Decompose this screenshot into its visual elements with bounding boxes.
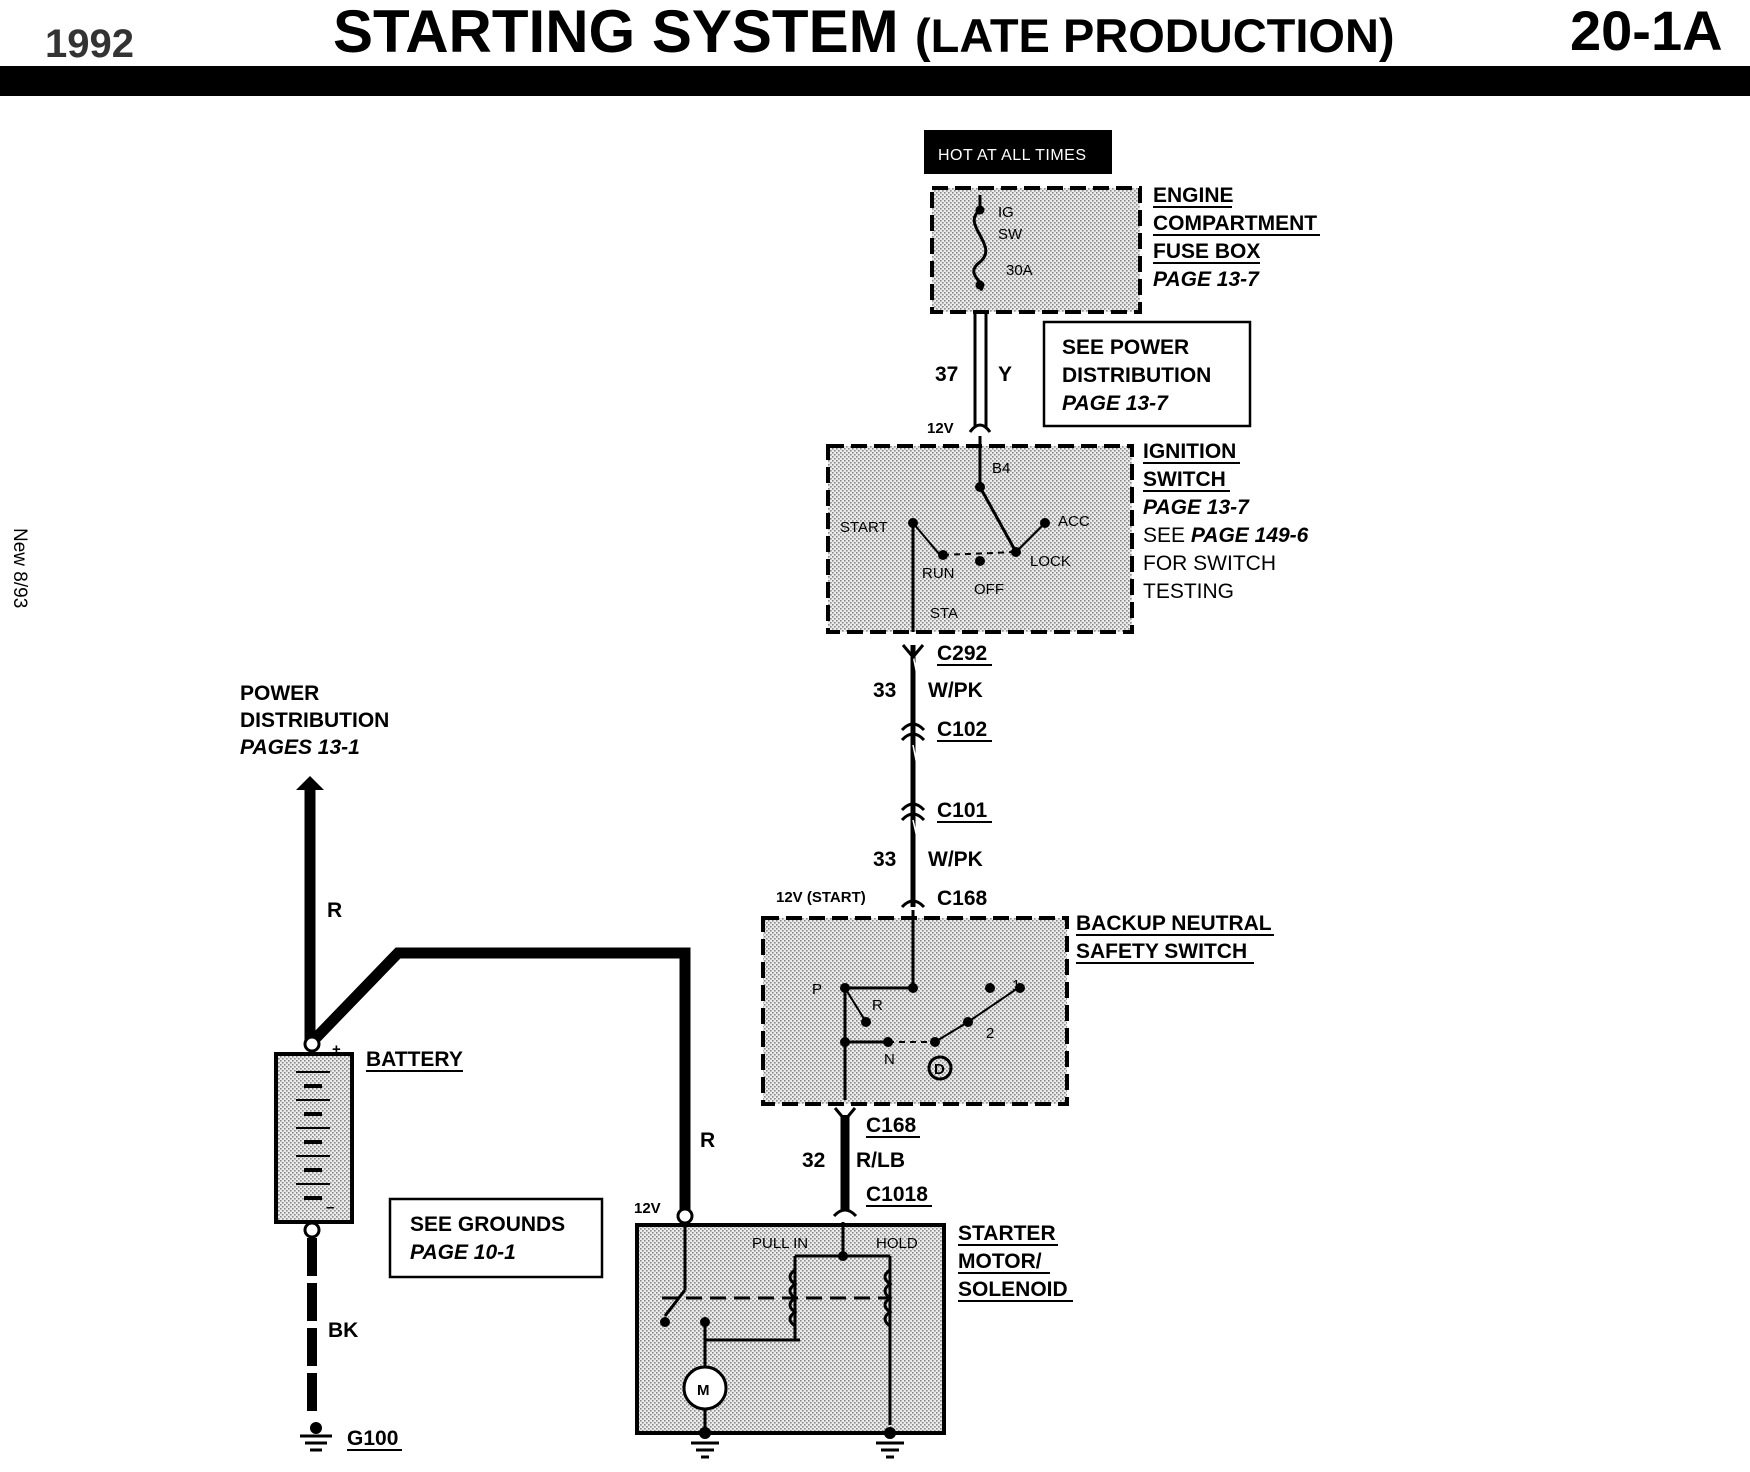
engine-fuse-box: IG SW 30A ENGINE COMPARTMENT FUSE BOX PA… (930, 184, 1320, 314)
pull-in-coil (788, 1268, 798, 1328)
position-r: R (872, 997, 883, 1014)
position-2: 2 (986, 1025, 994, 1042)
title-paren: (LATE PRODUCTION) (915, 9, 1395, 62)
starter-hold: HOLD (876, 1235, 918, 1252)
ignition-label-1: IGNITION (1143, 440, 1236, 463)
voltage-12v-starter: 12V (634, 1200, 661, 1217)
battery-minus: – (326, 1199, 334, 1216)
up-arrow-icon (296, 776, 324, 790)
voltage-12v-start: 12V (START) (776, 889, 866, 906)
ground-g100: G100 (347, 1427, 398, 1450)
hold-coil (883, 1268, 893, 1328)
see-power-page: PAGE 13-7 (1062, 392, 1169, 415)
backup-neutral-safety-switch: P R N 2 1 D BACKUP NEUTRAL SAFETY SWITCH (761, 910, 1274, 1106)
battery-label: BATTERY (366, 1048, 463, 1071)
fuse-name-2: SW (998, 226, 1023, 243)
backup-label-1: BACKUP NEUTRAL (1076, 912, 1272, 935)
ignition-see: SEE PAGE 149-6 (1143, 524, 1309, 547)
hot-at-all-times-box: HOT AT ALL TIMES (924, 130, 1112, 174)
see-power-line2: DISTRIBUTION (1062, 364, 1211, 387)
fuse-box-label-2: COMPARTMENT (1153, 212, 1317, 235)
wire-bk: BK (328, 1319, 358, 1342)
wire-r-battery: R (327, 899, 342, 922)
hot-label: HOT AT ALL TIMES (938, 147, 1087, 164)
power-distribution: POWER DISTRIBUTION PAGES 13-1 R R (240, 682, 715, 1210)
year-label: 1992 (45, 22, 134, 66)
wire-32-color: R/LB (856, 1149, 905, 1172)
wire-37-circuit: 37 (935, 363, 958, 386)
wire-r-starter: R (700, 1129, 715, 1152)
ignition-page: PAGE 13-7 (1143, 496, 1250, 519)
title-main: STARTING SYSTEM (333, 0, 899, 65)
power-dist-line2: DISTRIBUTION (240, 709, 389, 732)
starter-motor-m: M (697, 1382, 710, 1399)
terminal-run: RUN (922, 565, 955, 582)
fuse-box-label-3: FUSE BOX (1153, 240, 1260, 263)
wire-33-upper-circuit: 33 (873, 679, 896, 702)
starter-label-1: STARTER (958, 1222, 1056, 1245)
connector-c168-top: C168 (937, 887, 988, 910)
wire-33-lower-circuit: 33 (873, 848, 896, 871)
connector-c168-bottom: C168 (866, 1114, 917, 1137)
wire-32-circuit: 32 (802, 1149, 825, 1172)
connector-c1018: C1018 (866, 1183, 928, 1206)
see-grounds-page: PAGE 10-1 (410, 1241, 516, 1264)
page-header: 1992 STARTING SYSTEM (LATE PRODUCTION) 2… (0, 0, 1750, 96)
see-power-line1: SEE POWER (1062, 336, 1189, 359)
terminal-b4: B4 (992, 460, 1010, 477)
terminal-start: START (840, 519, 888, 536)
page-number: 20-1A (1570, 0, 1723, 62)
see-grounds-line1: SEE GROUNDS (410, 1213, 565, 1236)
fuse-box-label-1: ENGINE (1153, 184, 1234, 207)
wire-33-lower-color: W/PK (928, 848, 983, 871)
side-note: New 8/93 (9, 528, 30, 608)
starter-pull-in: PULL IN (752, 1235, 808, 1252)
terminal-acc: ACC (1058, 513, 1090, 530)
header-rule (0, 66, 1750, 96)
power-dist-page: PAGES 13-1 (240, 736, 360, 759)
position-1: 1 (1012, 977, 1020, 994)
starter-motor-solenoid: 12V PULL IN HOLD M STARTER MOTOR/ SOLENO… (634, 1200, 1073, 1459)
ignition-see-page: PAGE 149-6 (1191, 524, 1309, 547)
backup-label-2: SAFETY SWITCH (1076, 940, 1247, 963)
page-title: STARTING SYSTEM (LATE PRODUCTION) (333, 0, 1395, 65)
position-d: D (934, 1061, 945, 1078)
connector-c292: C292 (937, 642, 987, 665)
ground-wire-bk: BK G100 (300, 1238, 402, 1452)
ignition-see-prefix: SEE (1143, 524, 1191, 547)
ignition-switch: B4 ACC LOCK START RUN OFF STA IGNITION S… (826, 436, 1309, 634)
ignition-for-switch: FOR SWITCH (1143, 552, 1276, 575)
position-p: P (812, 981, 822, 998)
fuse-box-page: PAGE 13-7 (1153, 268, 1260, 291)
power-dist-line1: POWER (240, 682, 319, 705)
terminal-lock: LOCK (1030, 553, 1071, 570)
ignition-label-2: SWITCH (1143, 468, 1226, 491)
battery-plus: + (332, 1041, 341, 1058)
fuse-rating: 30A (1006, 262, 1033, 279)
wire-37-color: Y (998, 363, 1012, 386)
voltage-12v-ign: 12V (927, 420, 954, 437)
starter-label-2: MOTOR/ (958, 1250, 1042, 1273)
ignition-testing: TESTING (1143, 580, 1234, 603)
connector-c101: C101 (937, 799, 988, 822)
connector-c102: C102 (937, 718, 987, 741)
see-grounds-box: SEE GROUNDS PAGE 10-1 (388, 1197, 604, 1279)
terminal-off: OFF (974, 581, 1004, 598)
starter-label-3: SOLENOID (958, 1278, 1068, 1301)
terminal-sta: STA (930, 605, 958, 622)
battery: + – BATTERY (274, 1035, 463, 1239)
wire-33-upper-color: W/PK (928, 679, 983, 702)
wire-33: C292 33 W/PK C102 C101 33 W/PK 12V (STAR… (776, 642, 992, 910)
see-power-distribution-box: SEE POWER DISTRIBUTION PAGE 13-7 (1042, 320, 1252, 428)
wire-37: 37 Y 12V (927, 312, 1012, 437)
position-n: N (884, 1051, 895, 1068)
wire-32: C168 32 R/LB C1018 (802, 1107, 932, 1218)
fuse-name-1: IG (998, 204, 1014, 221)
